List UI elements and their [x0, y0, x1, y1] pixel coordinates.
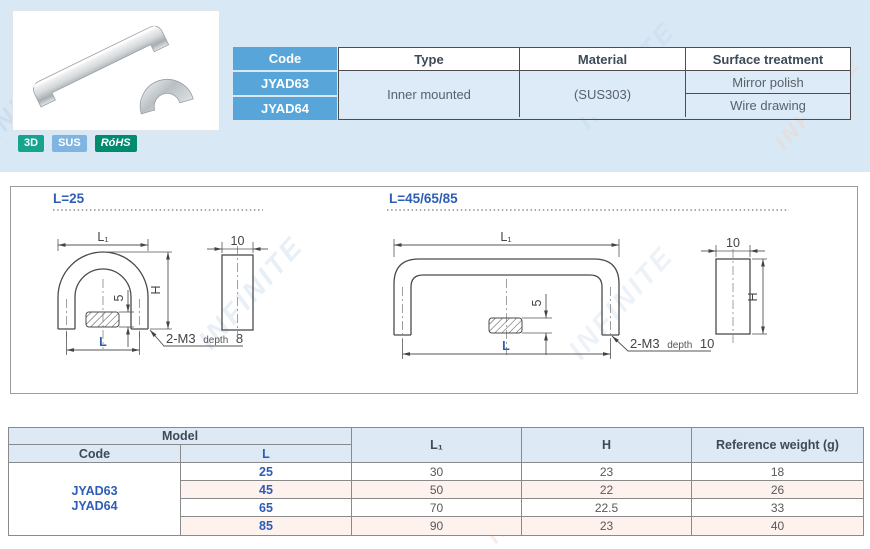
material-header: Material	[520, 48, 686, 71]
code-jyad64: JYAD64	[71, 499, 118, 513]
l25-dim-l1: L₁	[97, 230, 108, 244]
l1-column-header: L₁	[352, 428, 522, 463]
weight-value: 26	[692, 481, 863, 499]
drawing-l25: L=25 L₁ H	[53, 191, 268, 355]
code-column-header: Code	[9, 445, 181, 463]
l45-dim-h: H	[746, 292, 760, 301]
l45-note-depth: depth	[667, 340, 692, 351]
drawing-l25-title: L=25	[53, 191, 85, 206]
l-column-header: L	[181, 445, 352, 463]
overview-spec-grid: Type Material Surface treatment Inner mo…	[338, 47, 851, 120]
badge-rohs[interactable]: RóHS	[94, 135, 137, 152]
weight-value: 33	[692, 499, 863, 517]
material-value: (SUS303)	[520, 71, 686, 117]
surface-value-wire: Wire drawing	[686, 94, 850, 117]
l1-value: 30	[352, 463, 522, 481]
badge-3d[interactable]: 3D	[18, 135, 45, 152]
badge-sus[interactable]: SUS	[52, 135, 87, 152]
overview-table: Code JYAD63 JYAD64 Type Material Surface…	[233, 47, 851, 120]
l45-dim-5: 5	[530, 299, 544, 306]
l-value[interactable]: 85	[181, 517, 352, 535]
handle-product-image	[32, 25, 194, 115]
badge-row: 3D SUS RóHS	[18, 135, 137, 152]
code-jyad63: JYAD63	[71, 484, 118, 498]
l-value[interactable]: 65	[181, 499, 352, 517]
weight-value: 18	[692, 463, 863, 481]
l25-note-value: 8	[236, 331, 243, 346]
h-value: 22.5	[522, 499, 692, 517]
l25-note-depth: depth	[203, 335, 228, 346]
l25-dim-l: L	[99, 335, 107, 349]
l45-dim-l: L	[502, 339, 510, 353]
svg-text:2-M3 depth 10: 2-M3 depth 10	[630, 336, 714, 351]
l-value[interactable]: 45	[181, 481, 352, 499]
l45-note-thread: 2-M3	[630, 336, 660, 351]
l25-dim-h: H	[149, 285, 163, 294]
l45-note-value: 10	[700, 336, 714, 351]
surface-header: Surface treatment	[686, 48, 850, 71]
overview-code-column: Code JYAD63 JYAD64	[233, 47, 337, 120]
h-value: 23	[522, 517, 692, 535]
l1-value: 70	[352, 499, 522, 517]
weight-value: 40	[692, 517, 863, 535]
dimension-table: Model L₁ H Reference weight (g) Code L J…	[8, 427, 864, 536]
overview-code-jyad63[interactable]: JYAD63	[233, 72, 337, 95]
model-header: Model	[9, 428, 352, 445]
h-column-header: H	[522, 428, 692, 463]
svg-text:2-M3 depth 8: 2-M3 depth 8	[166, 331, 243, 346]
l25-dim-5: 5	[112, 294, 126, 301]
l-value[interactable]: 25	[181, 463, 352, 481]
type-value: Inner mounted	[339, 71, 520, 117]
overview-code-header: Code	[233, 47, 337, 70]
weight-column-header: Reference weight (g)	[692, 428, 863, 463]
product-photo	[12, 10, 220, 131]
l45-dim-10: 10	[726, 236, 740, 250]
l1-value: 90	[352, 517, 522, 535]
type-header: Type	[339, 48, 520, 71]
drawing-panel: INFINITE INFINITE L=25	[10, 186, 858, 394]
l1-value: 50	[352, 481, 522, 499]
dimension-drawings: L=25 L₁ H	[53, 191, 789, 359]
l45-dim-l1: L₁	[500, 230, 511, 244]
l25-dim-10: 10	[231, 234, 245, 248]
h-value: 22	[522, 481, 692, 499]
overview-code-jyad64[interactable]: JYAD64	[233, 97, 337, 120]
drawing-l45-65-85: L=45/65/85 L₁ 5	[387, 191, 789, 359]
l25-note-thread: 2-M3	[166, 331, 196, 346]
drawing-l45-title: L=45/65/85	[389, 191, 458, 206]
h-value: 23	[522, 463, 692, 481]
code-cell: JYAD63 JYAD64	[9, 463, 181, 535]
surface-value-mirror: Mirror polish	[686, 71, 850, 94]
